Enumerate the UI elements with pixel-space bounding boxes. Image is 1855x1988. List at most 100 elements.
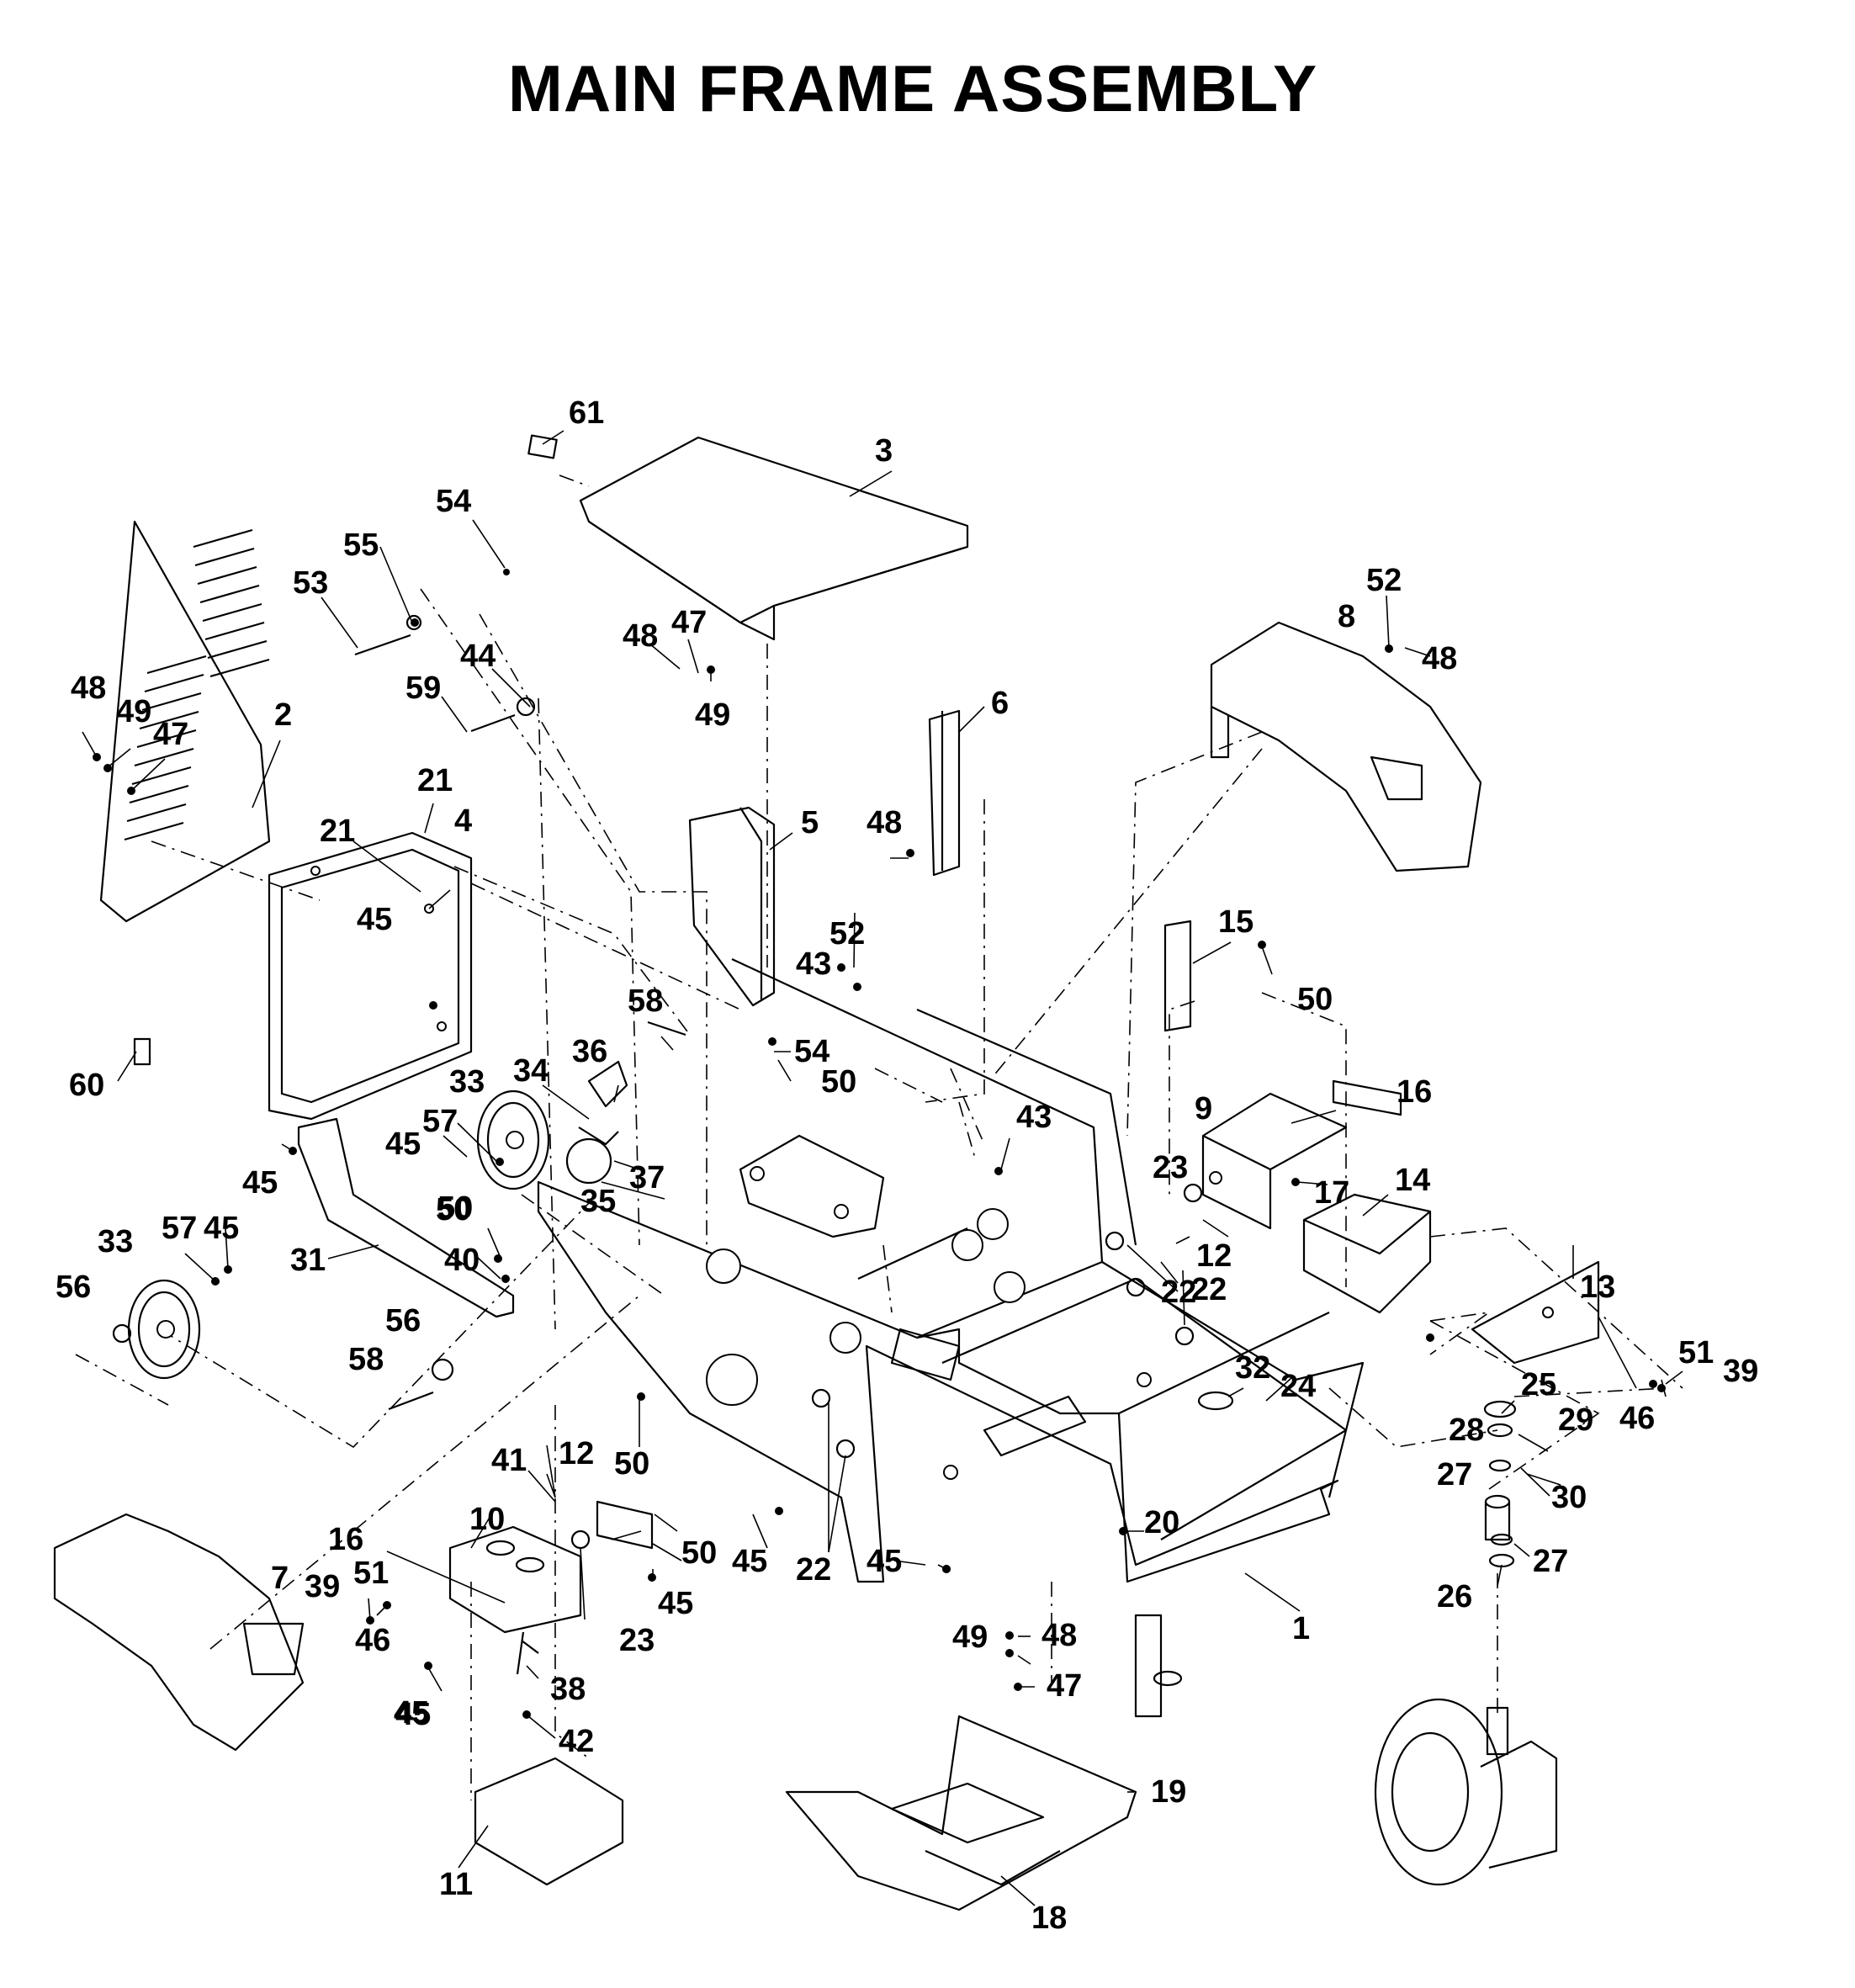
callout: 43: [1016, 1100, 1052, 1135]
callout: 16: [1397, 1074, 1432, 1110]
callout: 4: [454, 803, 472, 839]
callout: 11: [439, 1867, 473, 1902]
callout: 9: [1195, 1091, 1212, 1127]
callout: 25: [1521, 1367, 1556, 1402]
callout: 45: [658, 1586, 693, 1621]
callout: 22: [796, 1552, 831, 1588]
callout: 50: [614, 1446, 649, 1482]
callout: 1: [1292, 1611, 1310, 1646]
callout: 37: [629, 1160, 665, 1195]
callout: 8: [1338, 599, 1355, 634]
callout: 60: [69, 1068, 104, 1103]
callout: 22: [1191, 1272, 1227, 1307]
part-10-plate: [448, 1525, 582, 1634]
callout: 26: [1437, 1579, 1472, 1614]
callout: 45: [357, 902, 392, 937]
callout: 42: [559, 1724, 594, 1759]
part-33-pulley-upper: [476, 1089, 550, 1190]
callout: 49: [695, 697, 730, 733]
callout: 10: [469, 1502, 505, 1537]
callout: 45: [394, 1695, 429, 1731]
part-5-bracket: [688, 806, 776, 1007]
callout: 53: [293, 565, 328, 601]
callout: 48: [71, 671, 106, 706]
callout: 56: [385, 1303, 421, 1339]
callout: 30: [1551, 1480, 1587, 1515]
callout: 39: [1723, 1354, 1758, 1389]
part-35-center-bracket: [739, 1134, 885, 1238]
part-56-washers: [112, 1323, 454, 1381]
callout: 49: [116, 694, 151, 729]
callout: 41: [491, 1443, 527, 1478]
part-8-right-fender: [1210, 621, 1482, 872]
callout: 14: [1395, 1163, 1430, 1198]
callout: 19: [1151, 1774, 1186, 1810]
part-4-frame-panel: [268, 831, 473, 1121]
callout: 12: [559, 1436, 594, 1471]
callout: 50: [436, 1192, 471, 1227]
callout: 48: [1041, 1618, 1077, 1653]
callout: 51: [353, 1556, 389, 1591]
callout: 38: [550, 1672, 586, 1707]
callout: 45: [204, 1211, 239, 1246]
callout: 23: [1153, 1150, 1188, 1185]
castor-wheel-assembly: [1374, 1494, 1558, 1886]
callout: 5: [801, 805, 819, 840]
callout: 61: [569, 395, 604, 431]
callout: 6: [991, 686, 1009, 721]
callout: 35: [580, 1184, 616, 1219]
callout: 50: [681, 1535, 717, 1571]
part-13-bracket: [1471, 1260, 1600, 1365]
callout: 16: [328, 1522, 363, 1557]
callout: 23: [619, 1623, 655, 1658]
callout-labels: 61 3 54 55 53 48 47 49 44 59 6 8 52 48 4…: [56, 395, 1758, 1936]
hardware-fasteners: [93, 569, 1666, 1719]
callout: 17: [1314, 1175, 1349, 1211]
callout: 45: [867, 1544, 902, 1579]
callout: 40: [444, 1243, 480, 1278]
callout: 56: [56, 1270, 91, 1305]
callout: 50: [1297, 982, 1333, 1017]
callout: 39: [305, 1569, 340, 1604]
callout: 3: [875, 433, 893, 469]
part-2-grille-panel: [99, 520, 271, 1066]
callout: 24: [1280, 1369, 1316, 1404]
callout: 55: [343, 527, 379, 563]
page-title: MAIN FRAME ASSEMBLY: [507, 51, 1318, 125]
part-15-upright: [1163, 920, 1192, 1032]
callout: 43: [796, 946, 831, 982]
callout: 13: [1580, 1270, 1615, 1305]
callout: 21: [417, 763, 453, 798]
callout: 54: [436, 484, 471, 519]
grille-slots: [124, 528, 270, 841]
part-33-pulley-lower: [127, 1279, 201, 1380]
callout: 50: [821, 1064, 856, 1100]
callout: 58: [348, 1342, 384, 1377]
callout: 34: [513, 1053, 549, 1089]
callout: 33: [449, 1064, 485, 1100]
callout: 2: [274, 697, 292, 733]
callout: 45: [395, 1697, 431, 1732]
callout: 27: [1437, 1457, 1472, 1492]
callout: 47: [1047, 1668, 1082, 1704]
part-6-bracket: [928, 709, 961, 877]
callout: 57: [422, 1104, 458, 1139]
part-3-top-cover: [527, 434, 969, 641]
callout: 45: [242, 1165, 278, 1201]
callout: 52: [829, 916, 865, 952]
callout: 20: [1144, 1505, 1179, 1540]
callout: 48: [1422, 641, 1457, 676]
callout: 47: [153, 717, 188, 752]
part-11-shield: [474, 1757, 624, 1886]
part-9-box-bracket: [1201, 1092, 1348, 1230]
callout: 21: [320, 814, 355, 849]
callout: 46: [355, 1623, 390, 1658]
callout: 33: [98, 1224, 133, 1259]
callout: 48: [623, 618, 658, 654]
callout: 45: [732, 1544, 767, 1579]
part-31-belt-cover: [297, 1117, 515, 1318]
part-16-plate: [1332, 1079, 1402, 1116]
callout: 51: [1678, 1335, 1714, 1370]
callout: 7: [271, 1561, 289, 1596]
